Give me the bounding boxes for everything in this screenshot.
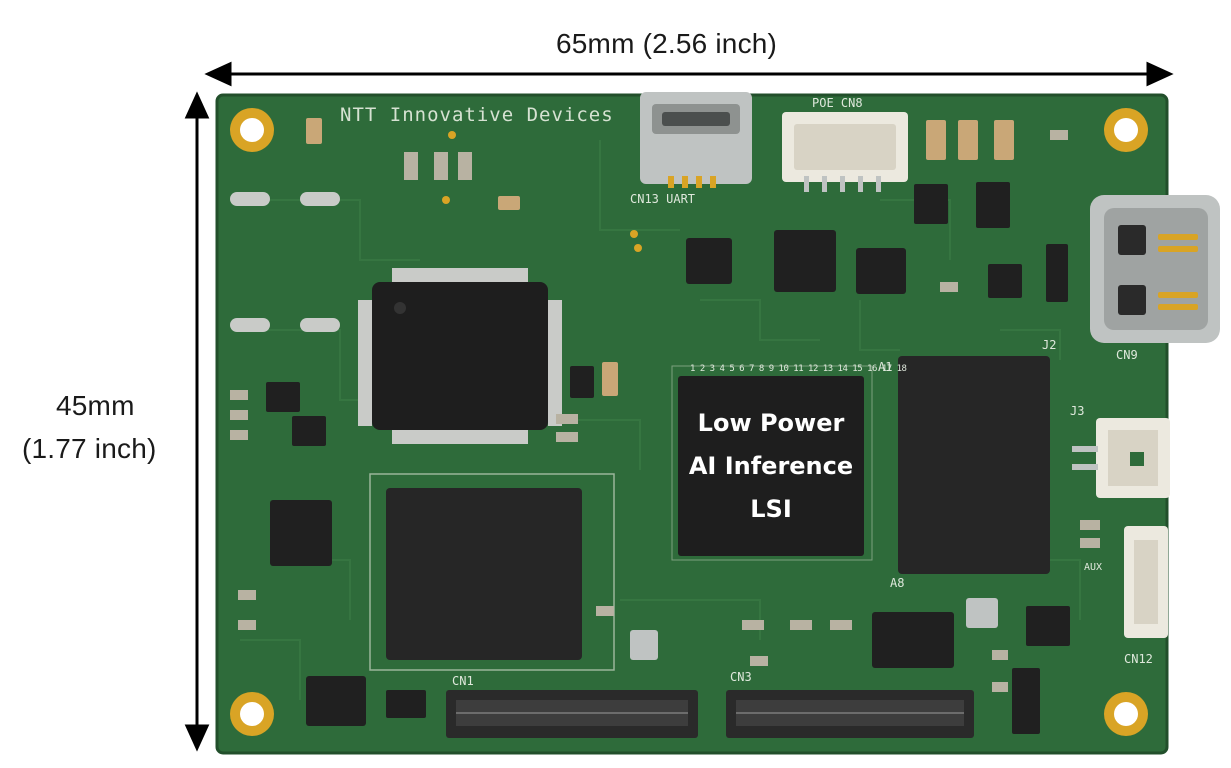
height-dimension-arrow: [184, 91, 210, 752]
mounting-hole-bottom-left: [230, 692, 274, 736]
mounting-hole-bottom-right: [1104, 692, 1148, 736]
ai-chip-label-line1: Low Power: [697, 408, 845, 437]
ic-small-10: [266, 382, 300, 412]
crystal-oscillators: [630, 598, 998, 660]
silkscreen-pin-numbers: 1 2 3 4 5 6 7 8 9 10 11 12 13 14 15 16 1…: [690, 364, 907, 374]
ai-chip-label-line2: AI Inference: [688, 451, 854, 480]
ic-small-7: [1046, 244, 1068, 302]
microcontroller-qfp-chip: [358, 268, 562, 444]
ic-small-6: [988, 264, 1022, 298]
height-dimension-label-line1: 45mm: [56, 390, 135, 421]
ic-small-5: [976, 182, 1010, 228]
mounting-hole-top-left: [230, 108, 274, 152]
ic-small-4: [914, 184, 948, 224]
usb-c-connector: [1090, 195, 1220, 343]
ic-small-11: [872, 612, 954, 668]
ic-small-8: [270, 500, 332, 566]
fpc-connector-cn1: [446, 690, 698, 738]
memory-chip-right: [898, 356, 1050, 574]
ic-small-16: [570, 366, 594, 398]
silkscreen-a1: A1: [878, 360, 893, 374]
silkscreen-cn1: CN1: [452, 674, 474, 688]
width-dimension-arrow: [204, 61, 1174, 87]
ai-inference-lsi-chip: [678, 376, 864, 556]
silkscreen-j3: J3: [1070, 404, 1085, 418]
silkscreen-j2: J2: [1042, 338, 1057, 352]
silkscreen-uart: CN13 UART: [630, 192, 696, 206]
height-dimension-label-line2: (1.77 inch): [22, 433, 157, 464]
ic-small-14: [386, 690, 426, 718]
poe-connector: [782, 112, 908, 192]
ic-small-3: [856, 248, 906, 294]
silkscreen-cn3: CN3: [730, 670, 752, 684]
silkscreen-maker: NTT Innovative Devices: [340, 104, 614, 126]
silkscreen-a8: A8: [890, 576, 905, 590]
passive-components: [230, 118, 1100, 692]
silkscreen-aux: AUX: [1084, 562, 1103, 573]
micro-usb-uart-connector: [640, 92, 752, 188]
fpc-connector-cn3: [726, 690, 974, 738]
silkscreen-cn12: CN12: [1124, 652, 1153, 666]
ic-small-2: [774, 230, 836, 292]
ai-chip-label: Low Power AI Inference LSI: [678, 376, 864, 556]
ic-small-12: [1026, 606, 1070, 646]
width-dimension-label: 65mm (2.56 inch): [556, 28, 778, 59]
ic-small-15: [1012, 668, 1040, 734]
silkscreen-poe: POE CN8: [812, 96, 863, 110]
ai-chip-label-line3: LSI: [750, 494, 792, 523]
mounting-hole-top-right: [1104, 108, 1148, 152]
ic-small-13: [306, 676, 366, 726]
memory-chip-left: [386, 488, 582, 660]
silkscreen-cn9: CN9: [1116, 348, 1138, 362]
ic-small-1: [686, 238, 732, 284]
cn12-connector: [1124, 526, 1168, 638]
j3-connector: [1072, 418, 1170, 498]
ic-small-9: [292, 416, 326, 446]
